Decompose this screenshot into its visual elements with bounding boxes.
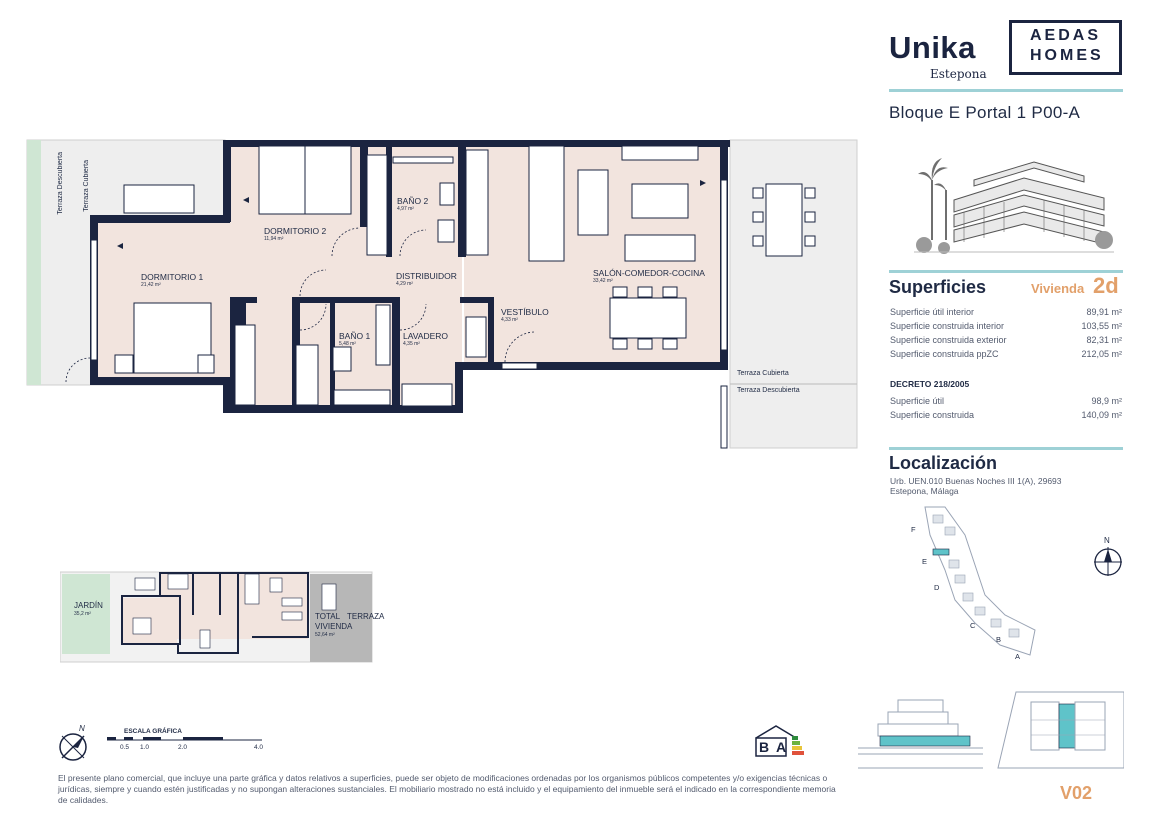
surfaces-title: Superficies (889, 277, 987, 297)
block-d: D (934, 583, 940, 592)
block-f: F (911, 525, 916, 534)
developer-logo (1009, 20, 1122, 75)
address-line-2: Estepona, Málaga (890, 486, 959, 496)
surface-row: Superficie útil interior 89,91 m² (890, 307, 1122, 317)
surface-label: Superficie construida ppZC (890, 349, 999, 359)
scale-tick-4: 4.0 (254, 744, 264, 751)
decree-row: Superficie construida 140,09 m² (890, 410, 1122, 420)
brand-location: Estepona (930, 67, 987, 81)
unit-title: Bloque E Portal 1 P00-A (889, 103, 1081, 122)
room-bano-1: BAÑO 1 5,48 m² (339, 331, 370, 347)
surface-label: Superficie construida exterior (890, 335, 1007, 345)
energy-b: B (759, 739, 770, 755)
floor-plan (26, 139, 858, 449)
block-b: B (996, 635, 1002, 644)
dwelling-type-value: 2d (1093, 273, 1119, 298)
building-illustration (914, 158, 1114, 254)
surface-value: 103,55 m² (1081, 321, 1122, 331)
surface-value: 212,05 m² (1081, 349, 1122, 359)
surface-row: Superficie construida exterior 82,31 m² (890, 335, 1122, 345)
location-north: N (1104, 536, 1110, 545)
dwelling-type-label: Vivienda (1031, 281, 1085, 296)
address-line-1: Urb. UEN.010 Buenas Noches III 1(A), 296… (890, 476, 1062, 486)
divider (889, 447, 1123, 450)
terrace-right-2: Terraza Descubierta (737, 387, 800, 394)
energy-a: A (776, 739, 787, 755)
divider (889, 270, 1123, 273)
site-map (924, 506, 1036, 656)
elevation-diagram (858, 699, 983, 769)
decree-title: DECRETO 218/2005 (890, 379, 970, 389)
surface-value: 89,91 m² (1086, 307, 1122, 317)
room-dormitorio-1: DORMITORIO 1 21,42 m² (141, 272, 203, 288)
surface-row: Superficie construida ppZC 212,05 m² (890, 349, 1122, 359)
room-area: 4,33 m² (501, 317, 518, 323)
room-name: LAVADERO (403, 331, 449, 341)
scale-tick-2: 1.0 (140, 744, 150, 751)
key-plan (997, 691, 1124, 769)
room-lavadero: LAVADERO 4,35 m² (403, 331, 448, 347)
block-e: E (922, 557, 928, 566)
brand-name: Unika (889, 30, 976, 65)
mini-total-label-2: VIVIENDA (315, 622, 353, 631)
decree-value: 98,9 m² (1091, 396, 1122, 406)
room-vestibulo: VESTÍBULO 4,33 m² (501, 307, 549, 323)
compass-icon (59, 733, 87, 761)
decree-value: 140,09 m² (1081, 410, 1122, 420)
room-name: SALÓN-COMEDOR-COCINA (593, 268, 705, 278)
scale-title: ESCALA GRÁFICA (124, 728, 182, 735)
mini-garden-area: 35,2 m² (74, 611, 91, 617)
decree-label: Superficie útil (890, 396, 945, 406)
scale-tick-3: 2.0 (178, 744, 188, 751)
divider (889, 89, 1123, 92)
room-name: BAÑO 2 (397, 196, 429, 206)
room-bano-2: BAÑO 2 4,97 m² (397, 196, 428, 212)
mini-plan (60, 571, 373, 663)
terrace-left-1: Terraza Descubierta (57, 152, 64, 215)
decree-row: Superficie útil 98,9 m² (890, 396, 1122, 406)
room-name: DORMITORIO 1 (141, 272, 204, 282)
room-name: DORMITORIO 2 (264, 226, 327, 236)
surface-row: Superficie construida interior 103,55 m² (890, 321, 1122, 331)
room-area: 4,35 m² (403, 341, 420, 347)
surface-label: Superficie útil interior (890, 307, 975, 317)
room-area: 4,29 m² (396, 281, 413, 287)
room-area: 4,97 m² (397, 206, 414, 212)
mini-garden-label: JARDÍN (74, 601, 103, 610)
developer-line-1: AEDAS (1030, 27, 1102, 44)
version-label: V02 (1060, 783, 1093, 803)
mini-total-label-1: TOTAL (315, 612, 341, 621)
scale-bar (107, 737, 262, 741)
room-salon: SALÓN-COMEDOR-COCINA 33,42 m² (593, 268, 705, 284)
terrace-left-2: Terraza Cubierta (83, 160, 90, 212)
location-title: Localización (889, 453, 998, 473)
surface-label: Superficie construida interior (890, 321, 1005, 331)
energy-label-icon (755, 725, 804, 757)
room-area: 11,94 m² (264, 236, 284, 242)
room-area: 33,42 m² (593, 278, 613, 284)
scale-north: N (79, 724, 85, 733)
mini-terrace-label: TERRAZA (347, 612, 385, 621)
decree-label: Superficie construida (890, 410, 975, 420)
room-name: VESTÍBULO (501, 307, 549, 317)
room-distribuidor: DISTRIBUIDOR 4,29 m² (396, 271, 457, 287)
terrace-right-1: Terraza Cubierta (737, 370, 789, 377)
block-c: C (970, 621, 976, 630)
surface-value: 82,31 m² (1086, 335, 1122, 345)
room-name: BAÑO 1 (339, 331, 371, 341)
developer-logo-base (1009, 72, 1122, 75)
room-area: 21,42 m² (141, 282, 161, 288)
block-a: A (1015, 652, 1021, 661)
disclaimer: El presente plano comercial, que incluye… (58, 773, 836, 805)
room-area: 5,48 m² (339, 341, 356, 347)
room-dormitorio-2: DORMITORIO 2 11,94 m² (264, 226, 326, 242)
room-name: DISTRIBUIDOR (396, 271, 457, 281)
mini-total-area: 52,64 m² (315, 632, 335, 638)
north-arrow-icon (1094, 547, 1122, 576)
developer-line-2: HOMES (1030, 47, 1104, 64)
scale-tick-1: 0.5 (120, 744, 130, 751)
